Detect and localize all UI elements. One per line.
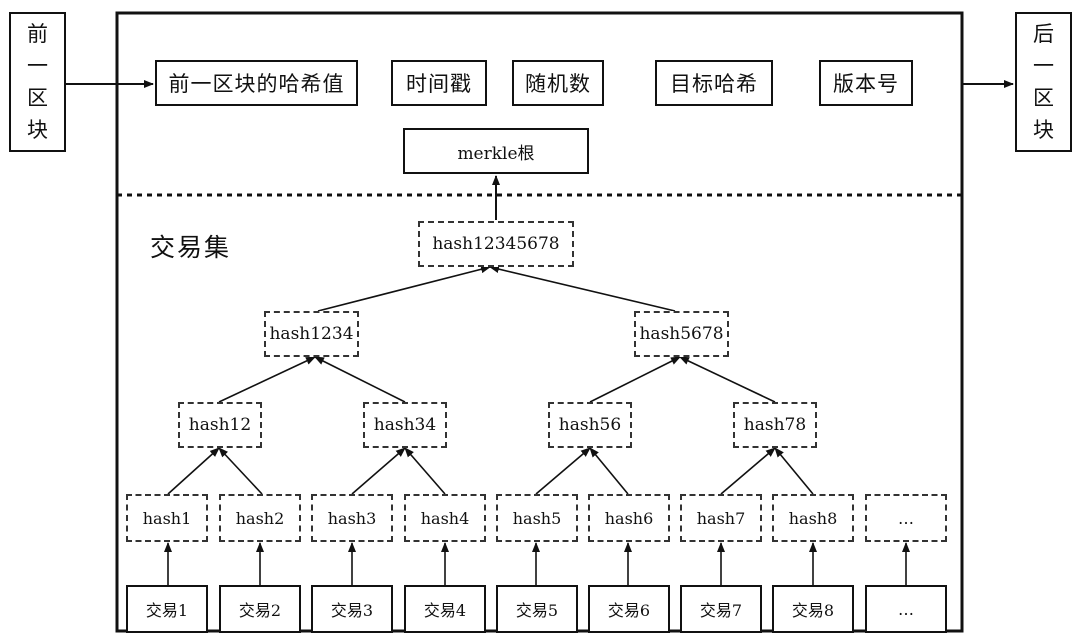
- merkle-edge-arrow: [404, 447, 446, 495]
- merkle-edge-arrow: [314, 356, 406, 403]
- prev-block-char: 一: [27, 54, 48, 78]
- merkle-edge-arrow: [589, 447, 629, 495]
- transaction-set-label: 交易集: [150, 233, 232, 262]
- merkle-root-field: merkle根: [403, 128, 589, 174]
- hash-leaf: hash6: [588, 494, 670, 542]
- hash-leaf: hash8: [772, 494, 854, 542]
- transaction-box: 交易5: [496, 585, 578, 633]
- prev-block-box: 前 一 区 块: [9, 12, 66, 152]
- next-block-char: 一: [1033, 54, 1054, 78]
- transaction-box: 交易4: [404, 585, 486, 633]
- hash-node-level2: hash5678: [634, 311, 729, 357]
- hash-node-level3: hash78: [733, 402, 817, 448]
- hash-leaf: hash4: [404, 494, 486, 542]
- prev-block-char: 区: [27, 86, 48, 110]
- merkle-edge-arrow: [720, 447, 776, 495]
- next-block-box: 后 一 区 块: [1015, 12, 1072, 152]
- transaction-box-more: …: [865, 585, 947, 633]
- merkle-edge-arrow: [218, 447, 263, 495]
- timestamp-field: 时间戳: [391, 60, 487, 106]
- next-block-char: 区: [1033, 86, 1054, 110]
- hash-leaf: hash1: [126, 494, 208, 542]
- next-block-char: 块: [1033, 118, 1054, 142]
- transaction-box: 交易6: [588, 585, 670, 633]
- merkle-edge-arrow: [679, 356, 776, 403]
- hash-node-level2: hash1234: [264, 311, 359, 357]
- transaction-box: 交易8: [772, 585, 854, 633]
- next-block-char: 后: [1033, 22, 1054, 46]
- nonce-field: 随机数: [512, 60, 604, 106]
- target-hash-field: 目标哈希: [655, 60, 773, 106]
- merkle-edge-arrow: [167, 447, 220, 495]
- version-field: 版本号: [819, 60, 913, 106]
- hash-node-level3: hash56: [548, 402, 632, 448]
- transaction-box: 交易3: [311, 585, 393, 633]
- hash-leaf: hash3: [311, 494, 393, 542]
- transaction-box: 交易7: [680, 585, 762, 633]
- prev-block-char: 块: [27, 118, 48, 142]
- hash-node-level3: hash34: [363, 402, 447, 448]
- hash-leaf-more: …: [865, 494, 947, 542]
- merkle-edges: [164, 265, 910, 585]
- merkle-edge-arrow: [774, 447, 814, 495]
- merkle-edge-arrow: [489, 265, 676, 312]
- prev-block-char: 前: [27, 22, 48, 46]
- hash-node-level3: hash12: [178, 402, 262, 448]
- hash-leaf: hash5: [496, 494, 578, 542]
- hash-leaf: hash7: [680, 494, 762, 542]
- merkle-edge-arrow: [317, 265, 491, 312]
- transaction-box: 交易2: [219, 585, 301, 633]
- merkle-edge-arrow: [351, 447, 406, 495]
- merkle-edge-arrow: [218, 356, 316, 403]
- merkle-edge-arrow: [535, 447, 591, 495]
- prev-hash-field: 前一区块的哈希值: [155, 60, 358, 106]
- merkle-edge-arrow: [589, 356, 681, 403]
- hash-leaf: hash2: [219, 494, 301, 542]
- transaction-box: 交易1: [126, 585, 208, 633]
- hash-node-root: hash12345678: [418, 221, 574, 267]
